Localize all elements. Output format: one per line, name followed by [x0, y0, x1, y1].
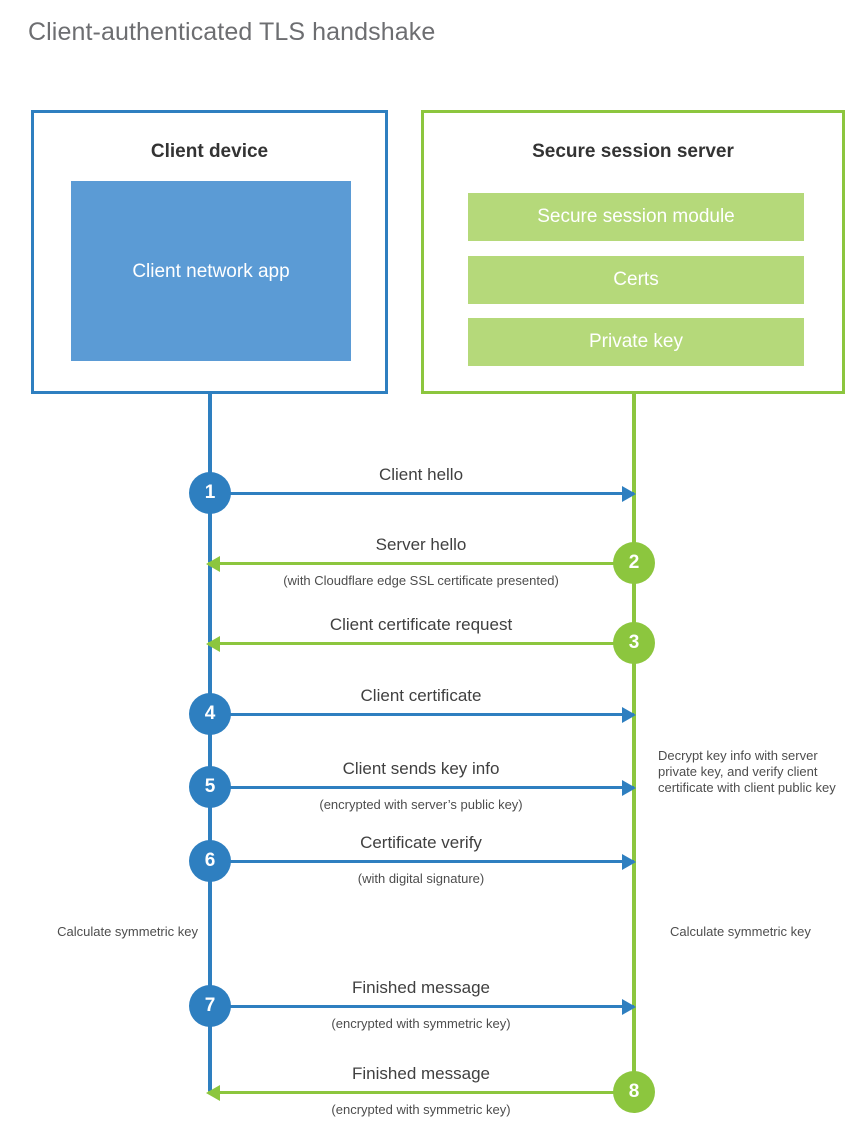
arrow-line-3 — [208, 642, 634, 645]
client-device-box: Client device Client network app — [31, 110, 388, 394]
arrow-head-right-icon-7 — [622, 999, 636, 1015]
secure-session-server-title: Secure session server — [532, 141, 734, 162]
note-decrypt-key-info: Decrypt key info with server private key… — [658, 748, 836, 795]
step-label-5: Client sends key info — [342, 759, 500, 778]
secure-session-server-box: Secure session server Secure session mod… — [421, 110, 845, 394]
arrow-head-right-icon-4 — [622, 707, 636, 723]
step-label-2: Server hello — [375, 535, 467, 554]
step-circle-8[interactable]: 8 — [613, 1071, 655, 1113]
server-component-private-key: Private key — [468, 318, 804, 366]
arrow-line-5 — [208, 786, 634, 789]
step-circle-2[interactable]: 2 — [613, 542, 655, 584]
step-sublabel-5: (encrypted with server’s public key) — [319, 797, 523, 812]
step-label-8: Finished message — [352, 1064, 490, 1083]
step-circle-3[interactable]: 3 — [613, 622, 655, 664]
step-label-3: Client certificate request — [329, 615, 513, 634]
page-title: Client-authenticated TLS handshake — [28, 18, 436, 46]
client-lifeline — [208, 393, 212, 1092]
arrow-line-2 — [208, 562, 634, 565]
arrow-line-7 — [208, 1005, 634, 1008]
step-sublabel-7: (encrypted with symmetric key) — [331, 1016, 511, 1031]
step-circle-7[interactable]: 7 — [189, 985, 231, 1027]
server-component-certs: Certs — [468, 256, 804, 304]
step-circle-1[interactable]: 1 — [189, 472, 231, 514]
client-network-app-block: Client network app — [71, 181, 351, 361]
arrow-line-8 — [208, 1091, 634, 1094]
client-device-title: Client device — [150, 141, 269, 162]
step-label-1: Client hello — [378, 465, 464, 484]
step-circle-6[interactable]: 6 — [189, 840, 231, 882]
arrow-head-right-icon-1 — [622, 486, 636, 502]
server-lifeline — [632, 393, 636, 1092]
arrow-head-right-icon-5 — [622, 780, 636, 796]
step-label-4: Client certificate — [360, 686, 482, 705]
arrow-line-1 — [208, 492, 634, 495]
step-sublabel-6: (with digital signature) — [357, 871, 485, 886]
arrow-head-left-icon-2 — [206, 556, 220, 572]
server-component-secure-session-module: Secure session module — [468, 193, 804, 241]
arrow-line-4 — [208, 713, 634, 716]
step-sublabel-8: (encrypted with symmetric key) — [331, 1102, 511, 1117]
arrow-line-6 — [208, 860, 634, 863]
step-label-6: Certificate verify — [360, 833, 482, 852]
step-circle-4[interactable]: 4 — [189, 693, 231, 735]
arrow-head-left-icon-8 — [206, 1085, 220, 1101]
step-label-7: Finished message — [352, 978, 490, 997]
step-sublabel-2: (with Cloudflare edge SSL certificate pr… — [283, 573, 559, 588]
arrow-head-left-icon-3 — [206, 636, 220, 652]
step-circle-5[interactable]: 5 — [189, 766, 231, 808]
note-calculate-symmetric-key-server: Calculate symmetric key — [670, 924, 811, 939]
arrow-head-right-icon-6 — [622, 854, 636, 870]
note-calculate-symmetric-key-client: Calculate symmetric key — [57, 924, 198, 939]
